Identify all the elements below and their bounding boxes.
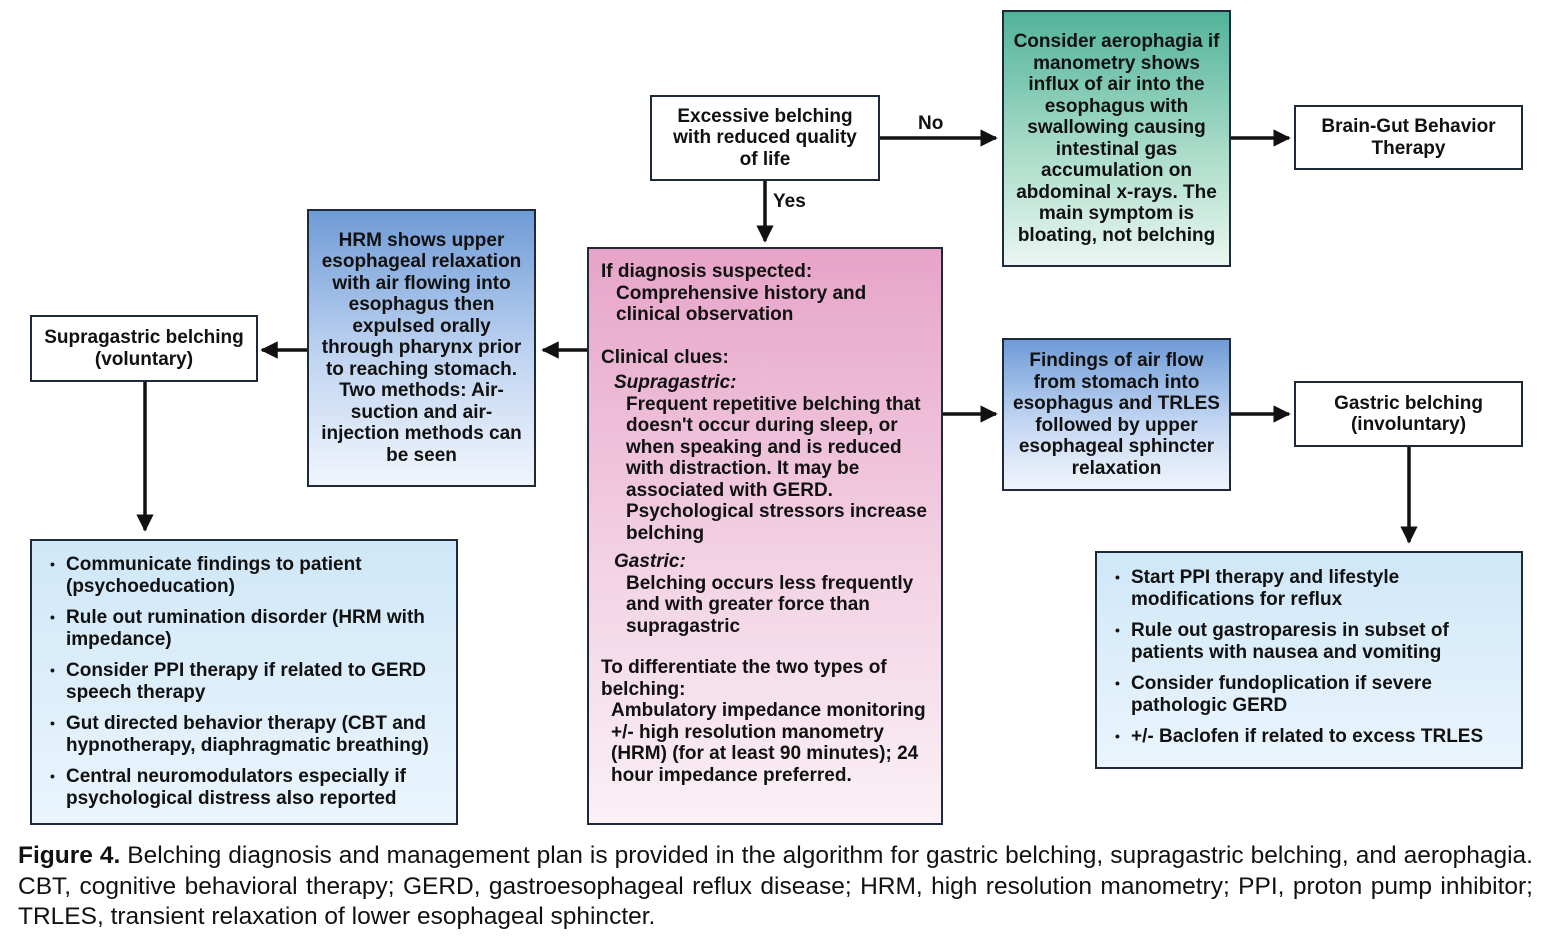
- supragastric-management-node: Communicate findings to patient (psychoe…: [30, 539, 458, 825]
- start-node-excessive-belching: Excessive belching with reduced quality …: [650, 95, 880, 181]
- gastric-management-list: Start PPI therapy and lifestyle modifica…: [1107, 567, 1511, 748]
- figure-caption: Figure 4. Belching diagnosis and managem…: [18, 841, 1533, 933]
- center-line-supragastric-desc: Frequent repetitive belching that doesn'…: [626, 393, 927, 544]
- aerophagia-node: Consider aerophagia if manometry shows i…: [1002, 10, 1231, 267]
- gastric-text: Gastric belching (involuntary): [1334, 392, 1483, 436]
- center-line-clinical-clues: Clinical clues:: [601, 346, 729, 368]
- hrm-text: HRM shows upper esophageal relaxation wi…: [321, 229, 522, 466]
- gastric-mgmt-item: Consider fundoplication if severe pathol…: [1107, 673, 1511, 716]
- findings-text: Findings of air flow from stomach into e…: [1013, 350, 1220, 479]
- supragastric-belching-node: Supragastric belching (voluntary): [30, 315, 258, 382]
- supragastric-management-list: Communicate findings to patient (psychoe…: [42, 554, 446, 809]
- supragastric-mgmt-item: Rule out rumination disorder (HRM with i…: [42, 607, 446, 650]
- supragastric-mgmt-item: Communicate findings to patient (psychoe…: [42, 554, 446, 597]
- center-line-history: Comprehensive history and clinical obser…: [616, 282, 867, 326]
- brain-gut-therapy-node: Brain-Gut Behavior Therapy: [1294, 105, 1523, 170]
- center-line-gastric-desc: Belching occurs less frequently and with…: [626, 572, 914, 637]
- edge-label-yes: Yes: [773, 191, 806, 212]
- gastric-mgmt-item: +/- Baclofen if related to excess TRLES: [1107, 726, 1511, 748]
- gastric-belching-node: Gastric belching (involuntary): [1294, 381, 1523, 447]
- gastric-mgmt-item: Start PPI therapy and lifestyle modifica…: [1107, 567, 1511, 610]
- center-line-impedance: Ambulatory impedance monitoring +/- high…: [611, 700, 926, 786]
- center-line-differentiate: To differentiate the two types of belchi…: [601, 657, 887, 700]
- aerophagia-text: Consider aerophagia if manometry shows i…: [1013, 31, 1220, 246]
- supragastric-mgmt-item: Central neuromodulators especially if ps…: [42, 766, 446, 809]
- center-line-gastric-heading: Gastric:: [614, 551, 686, 572]
- hrm-findings-node: HRM shows upper esophageal relaxation wi…: [307, 209, 536, 487]
- supragastric-mgmt-item: Consider PPI therapy if related to GERD …: [42, 660, 446, 703]
- diagnosis-clues-node: If diagnosis suspected: Comprehensive hi…: [587, 247, 943, 825]
- figure-caption-text: Belching diagnosis and management plan i…: [18, 842, 1533, 930]
- air-flow-findings-node: Findings of air flow from stomach into e…: [1002, 338, 1231, 491]
- center-line-supragastric-heading: Supragastric:: [614, 372, 737, 393]
- edge-label-no: No: [918, 113, 944, 134]
- gastric-mgmt-item: Rule out gastroparesis in subset of pati…: [1107, 620, 1511, 663]
- start-node-text: Excessive belching with reduced quality …: [673, 105, 857, 170]
- figure-caption-label: Figure 4.: [18, 842, 121, 869]
- supragastric-text: Supragastric belching (voluntary): [44, 327, 244, 370]
- supragastric-mgmt-item: Gut directed behavior therapy (CBT and h…: [42, 713, 446, 756]
- center-line-diagnosis-suspected: If diagnosis suspected:: [601, 261, 813, 282]
- gastric-management-node: Start PPI therapy and lifestyle modifica…: [1095, 551, 1523, 769]
- brain-gut-text: Brain-Gut Behavior Therapy: [1321, 116, 1496, 159]
